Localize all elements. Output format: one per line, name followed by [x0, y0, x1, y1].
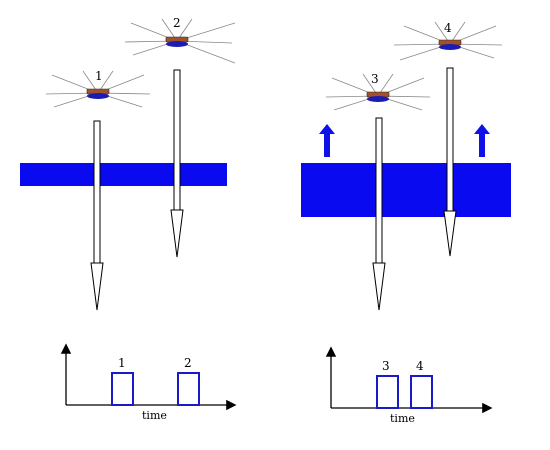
- pulse-1: [111, 372, 134, 406]
- probe-icon: [393, 21, 503, 61]
- probe-icon: [325, 73, 431, 111]
- pulse-3-label: 3: [382, 359, 390, 373]
- probe-4-label: 4: [444, 21, 452, 35]
- pulse-4: [410, 375, 433, 409]
- probe-2-label: 2: [173, 16, 181, 30]
- needle-3: [372, 117, 386, 311]
- pulse-3: [376, 375, 399, 409]
- needle-2: [170, 69, 184, 258]
- probe-1: 1: [45, 69, 151, 108]
- probe-3-label: 3: [371, 72, 379, 86]
- pulse-2: [177, 372, 200, 406]
- arrow-up-icon: [319, 124, 335, 157]
- pulse-1-label: 1: [118, 356, 126, 370]
- right-layer: [301, 163, 511, 217]
- probe-icon: [124, 18, 236, 64]
- probe-4: 4: [393, 21, 503, 61]
- left-layer: [20, 163, 227, 186]
- probe-3: 3: [325, 72, 431, 111]
- needle-4: [443, 67, 457, 257]
- arrow-up-icon: [474, 124, 490, 157]
- x-axis-label: time: [142, 409, 167, 422]
- needle-1: [90, 120, 104, 311]
- right-panel: 3 4: [301, 21, 511, 425]
- probe-1-label: 1: [95, 69, 103, 83]
- pulse-4-label: 4: [416, 359, 424, 373]
- pulse-2-label: 2: [184, 356, 192, 370]
- right-timing-chart: 3 4 time: [325, 346, 493, 425]
- probe-icon: [45, 70, 151, 108]
- probe-2: 2: [124, 16, 236, 64]
- left-panel: 1 2: [20, 16, 237, 422]
- left-timing-chart: 1 2 time: [60, 343, 237, 422]
- x-axis-label: time: [390, 412, 415, 425]
